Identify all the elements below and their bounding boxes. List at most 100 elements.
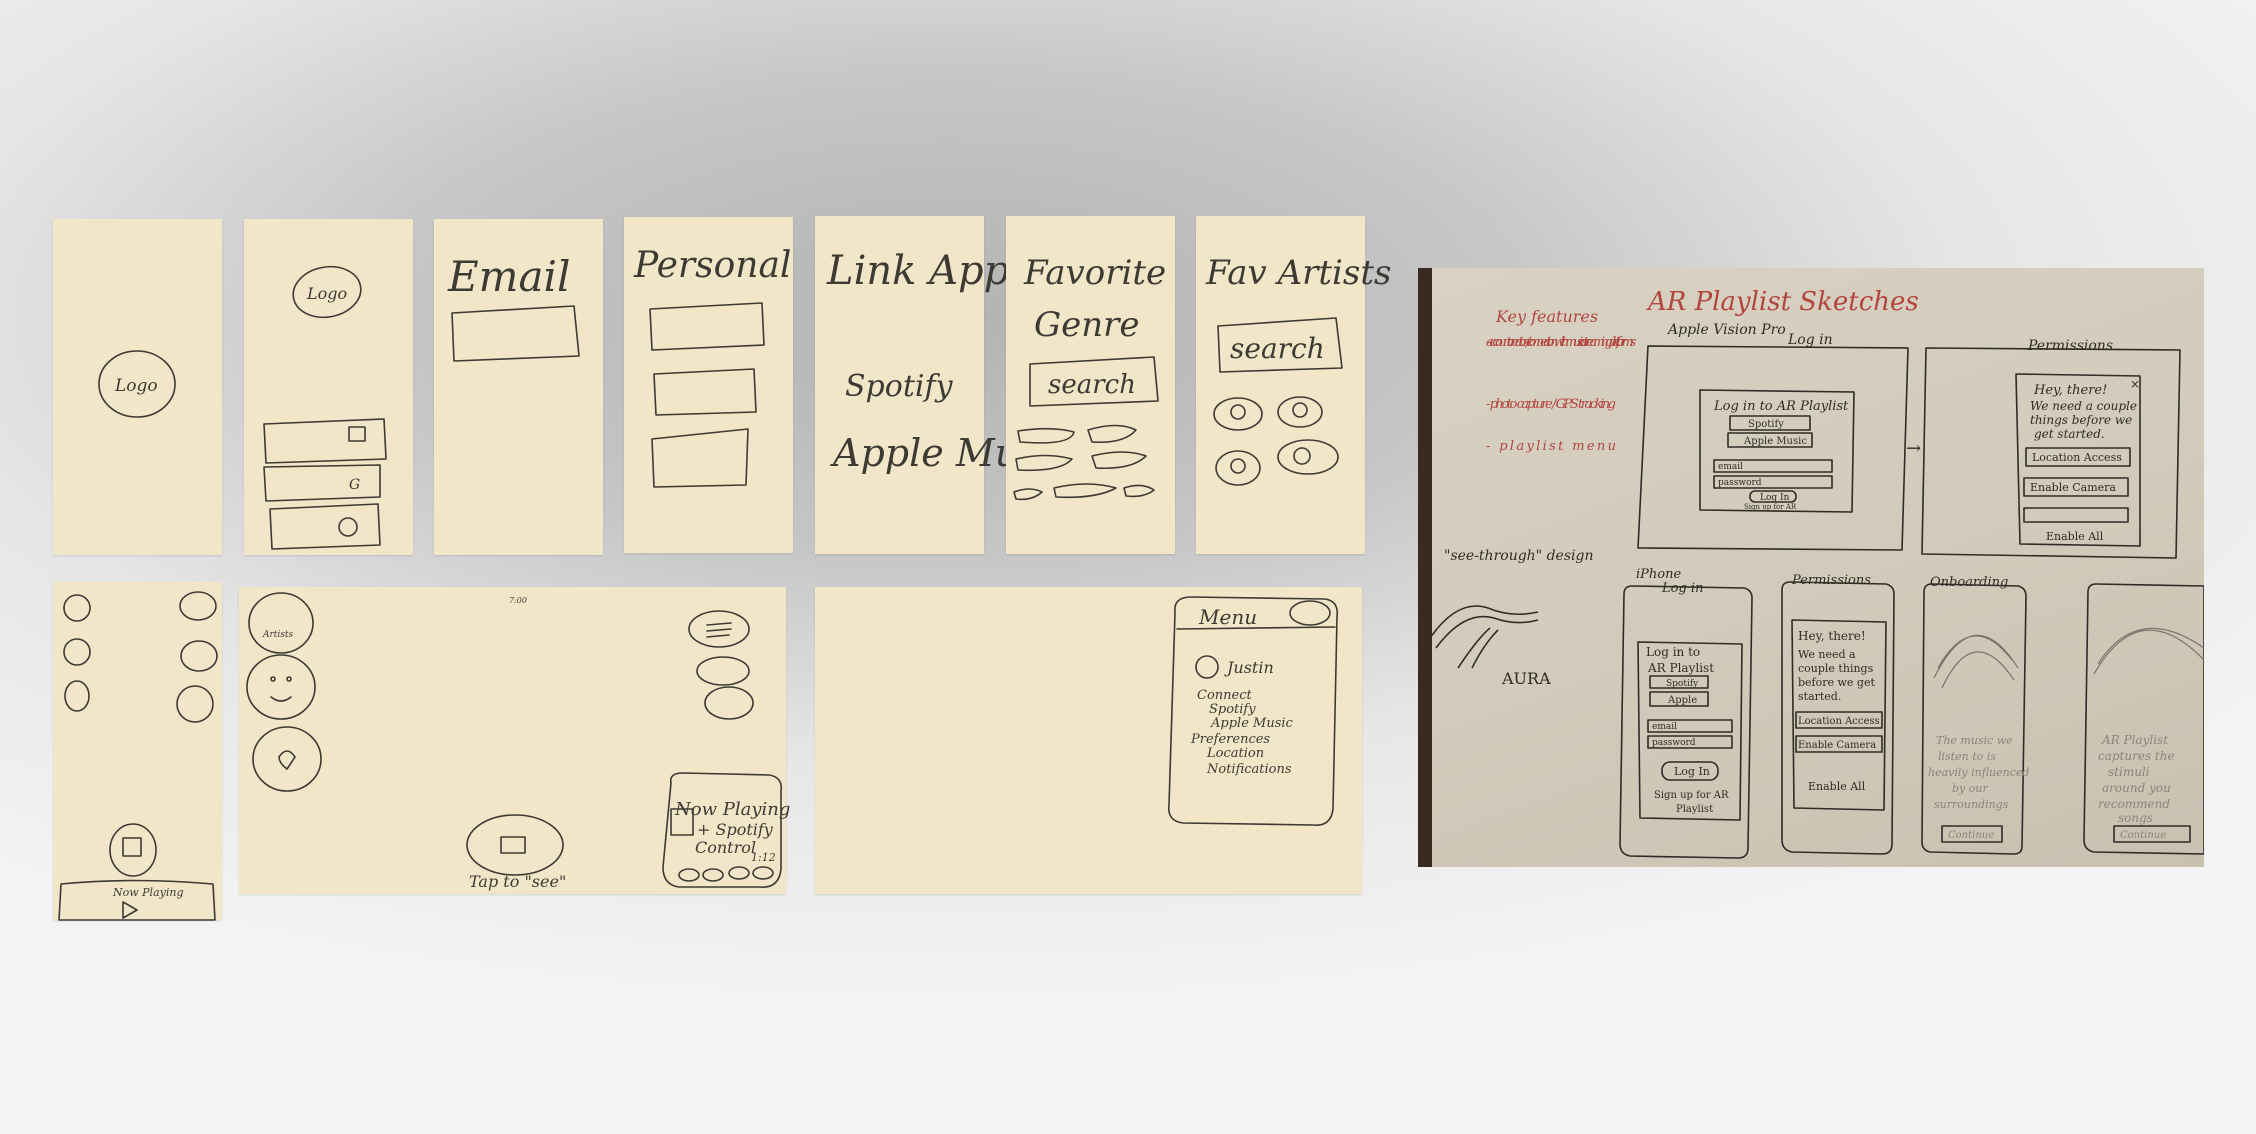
ar-now-playing-card	[662, 772, 783, 888]
vp-perm-heading-4: get started.	[2034, 427, 2105, 441]
now-playing-text: Now Playing	[112, 886, 184, 899]
artist-search-text: search	[1230, 332, 1325, 365]
menu-item-apple-music: Apple Music	[1210, 716, 1294, 731]
menu-user: Justin	[1224, 658, 1274, 677]
feature-account: - account creation / connection with mus…	[1486, 335, 1637, 350]
key-features-title: Key features	[1495, 307, 1598, 326]
vision-pro-label: Apple Vision Pro	[1666, 322, 1786, 338]
onb1-continue: Continue	[1948, 830, 1994, 841]
aura-logo-text: AURA	[1501, 669, 1551, 688]
sketch-email-screen[interactable]: Email	[434, 219, 603, 555]
iphone-login-button: Log In	[1674, 765, 1710, 778]
menu-item-preferences: Preferences	[1190, 732, 1270, 747]
ar-spotify-text: + Spotify	[697, 820, 774, 839]
ar-time-label: 7:00	[509, 596, 527, 605]
onb1-line-2: listen to is	[1938, 750, 1996, 763]
svg-text:G: G	[349, 477, 360, 493]
ar-control-text: Control	[695, 838, 756, 857]
ar-song-time: 1:12	[751, 851, 776, 864]
feature-playlist: - playlist menu	[1486, 439, 1616, 454]
ar-now-playing-text: Now Playing	[674, 799, 790, 820]
see-through-label: "see-through" design	[1444, 548, 1593, 564]
iphone-login-heading-2: AR Playlist	[1647, 661, 1714, 675]
onb2-line-2: captures the	[2098, 749, 2175, 763]
iphone-password: password	[1652, 738, 1696, 748]
favorite-text: Favorite	[1023, 253, 1166, 293]
ar-capture-button	[466, 814, 564, 876]
iphone-perm-4: before we get	[1798, 676, 1875, 689]
vp-perm-heading-2: We need a couple	[2030, 399, 2137, 413]
logo-text: Logo	[114, 376, 158, 396]
vp-camera: Enable Camera	[2030, 481, 2116, 494]
logo-circle	[98, 350, 176, 418]
sketch-menu-view[interactable]: Menu Justin Connect Spotify Apple Music …	[815, 587, 1362, 894]
vp-permissions-label: Permissions	[2027, 338, 2113, 354]
photo-title: AR Playlist Sketches	[1646, 287, 1919, 317]
iphone-permissions-label: Permissions	[1791, 573, 1871, 588]
genre-search-text: search	[1048, 370, 1136, 400]
iphone-email: email	[1652, 722, 1677, 732]
vp-perm-heading-1: Hey, there!	[2033, 383, 2107, 398]
iphone-enable-all: Enable All	[1808, 780, 1866, 793]
vp-password: password	[1718, 478, 1762, 488]
iphone-location: Location Access	[1798, 716, 1880, 727]
vp-email: email	[1718, 462, 1743, 472]
sketch-artists-screen[interactable]: Fav Artists search	[1196, 216, 1391, 554]
menu-item-notifications: Notifications	[1206, 762, 1292, 777]
onboarding-label: Onboarding	[1930, 575, 2008, 590]
artist-search-field	[1217, 317, 1343, 373]
spotify-text: Spotify	[845, 369, 954, 404]
iphone-signup-2: Playlist	[1676, 804, 1713, 815]
onb1-line-3: heavily influenced	[1928, 766, 2029, 779]
vp-login-heading: Log in to AR Playlist	[1713, 399, 1849, 414]
menu-item-connect: Connect	[1197, 688, 1252, 703]
onb2-line-5: recommend	[2098, 797, 2170, 811]
email-field-sketch	[451, 305, 580, 362]
menu-item-location: Location	[1206, 746, 1264, 761]
onb2-line-4: around you	[2102, 781, 2171, 795]
genre-text: Genre	[1034, 305, 1140, 345]
logo-text: Logo	[306, 284, 347, 303]
iphone-spotify: Spotify	[1666, 679, 1699, 689]
sketch-ar-view[interactable]: 7:00 Artists Tap to "see" Now Playing + …	[239, 587, 790, 894]
onb2-continue: Continue	[2120, 830, 2166, 841]
sketch-genre-screen[interactable]: Favorite Genre search	[1006, 216, 1175, 554]
onb2-line-6: songs	[2118, 811, 2153, 825]
iphone-perm-2: We need a	[1798, 648, 1856, 661]
iphone-apple: Apple	[1667, 695, 1697, 706]
iphone-login-label: Log in	[1661, 581, 1703, 596]
link-apps-title: Link Apps	[826, 248, 1030, 294]
vp-spotify: Spotify	[1748, 419, 1784, 430]
capture-button-sketch	[109, 823, 157, 877]
sketch-logo-screen[interactable]: Logo	[53, 219, 222, 555]
sketch-personal-screen[interactable]: Personal	[624, 217, 793, 553]
sketch-home-screen[interactable]: Now Playing	[53, 582, 222, 921]
vp-enable-all: Enable All	[2046, 530, 2104, 543]
menu-panel-sketch	[1167, 596, 1339, 826]
signin-button-1	[263, 418, 387, 464]
vp-apple-music: Apple Music	[1743, 436, 1807, 447]
personal-title: Personal	[633, 245, 791, 286]
iphone-login-heading-1: Log in to	[1646, 645, 1700, 659]
svg-text:→: →	[1906, 438, 1921, 459]
signin-button-2	[263, 464, 381, 502]
feature-photo: - photo capture / GPS tracking	[1486, 397, 1616, 412]
onb2-line-3: stimuli	[2108, 765, 2150, 779]
sketch-login-screen[interactable]: Logo G	[244, 219, 413, 555]
vp-location: Location Access	[2032, 451, 2122, 464]
onb1-line-4: by our	[1952, 782, 1988, 795]
iphone-signup-1: Sign up for AR	[1654, 790, 1729, 801]
email-title: Email	[447, 252, 570, 301]
fav-artists-title: Fav Artists	[1205, 253, 1391, 293]
iphone-perm-3: couple things	[1798, 662, 1874, 675]
now-playing-bar-sketch	[58, 879, 216, 921]
sketch-link-apps-screen[interactable]: Link Apps Spotify Apple Music	[815, 216, 1072, 554]
sketch-paper-photo[interactable]: AR Playlist Sketches Key features - acco…	[1418, 268, 2204, 867]
ar-tap-hint: Tap to "see"	[469, 872, 566, 891]
menu-title: Menu	[1198, 605, 1257, 629]
iphone-perm-5: started.	[1798, 690, 1841, 703]
vp-login-button: Log In	[1760, 493, 1790, 503]
signin-button-3	[269, 503, 381, 550]
vp-signup: Sign up for AR	[1744, 503, 1797, 511]
onb1-line-5: surroundings	[1934, 798, 2009, 811]
